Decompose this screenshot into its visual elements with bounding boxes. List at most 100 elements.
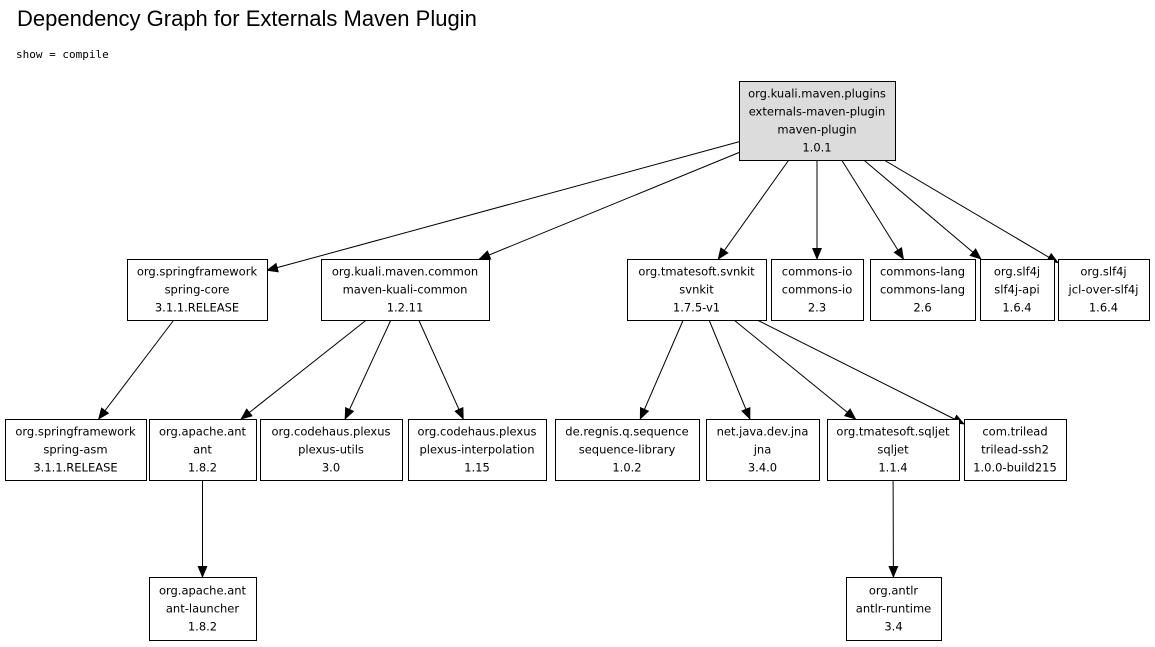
node-box [739,81,896,161]
node-box [149,419,257,481]
node-label-line: commons-io [782,265,852,279]
node-label-line: 1.15 [464,461,490,475]
node-label-line: trilead-ssh2 [981,443,1049,457]
node-label-line: maven-plugin [777,123,856,137]
node-label-line: 1.6.4 [1002,301,1031,315]
node-svnkit: org.tmatesoft.svnkit svnkit 1.7.5-v1 [627,259,767,321]
node-label-line: net.java.dev.jna [717,425,809,439]
node-label-line: org.apache.ant [159,584,247,598]
node-box [555,419,700,481]
edge-svnkit-to-jna [708,319,751,420]
node-label-line: org.slf4j [1080,265,1126,279]
edge-kuali_common-to-plexus_interp [418,319,464,420]
dependency-edges [98,141,1059,578]
node-commons-io: commons-io commons-io 2.3 [771,259,864,321]
node-box [149,577,257,641]
node-label-line: plexus-interpolation [419,443,534,457]
node-jna: net.java.dev.jna jna 3.4.0 [706,419,820,481]
node-label-line: antlr-runtime [856,602,931,616]
node-label-line: commons-lang [880,283,965,297]
node-label-line: spring-core [165,283,230,297]
node-label-line: slf4j-api [994,283,1039,297]
node-label-line: de.regnis.q.sequence [565,425,688,439]
node-label-line: svnkit [679,283,714,297]
node-jcl-over-slf4j: org.slf4j jcl-over-slf4j 1.6.4 [1058,259,1150,321]
node-label-line: maven-kuali-common [343,283,468,297]
node-label-line: sequence-library [579,443,676,457]
edge-root-to-slf4j_api [863,159,982,260]
node-label-line: ant [193,443,212,457]
node-label-line: org.codehaus.plexus [272,425,391,439]
node-label-line: 3.4 [884,620,902,634]
node-label-line: 1.2.11 [387,301,424,315]
node-plexus-utils: org.codehaus.plexus plexus-utils 3.0 [260,419,403,481]
node-label-line: 2.3 [808,301,826,315]
node-label-line: 1.8.2 [188,620,217,634]
node-sequence-lib: de.regnis.q.sequence sequence-library 1.0.… [555,419,700,481]
node-label-line: ant-launcher [166,602,240,616]
edge-root-to-svnkit [717,159,790,260]
node-label-line: 1.7.5-v1 [673,301,720,315]
node-label-line: org.springframework [137,265,258,279]
node-box [627,259,767,321]
edge-root-to-spring_core [266,141,740,273]
node-commons-lang: commons-lang commons-lang 2.6 [870,259,976,321]
node-label-line: plexus-utils [298,443,364,457]
node-box [964,419,1067,481]
node-label-line: 1.1.4 [878,461,907,475]
node-label-line: 3.0 [322,461,340,475]
node-kuali-common: org.kuali.maven.common maven-kuali-common… [321,259,490,321]
node-label-line: jna [753,443,772,457]
node-label-line: commons-lang [880,265,965,279]
node-root: org.kuali.maven.plugins externals-maven-p… [739,81,896,161]
node-label-line: 3.4.0 [748,461,777,475]
node-label-line: org.tmatesoft.svnkit [638,265,755,279]
node-box [408,419,547,481]
node-box [1058,259,1150,321]
node-spring-asm: org.springframeworkspring-asm3.1.1.RELEA… [5,419,147,481]
edge-svnkit-to-trilead [756,319,965,425]
node-box [980,259,1055,321]
node-label-line: 2.6 [913,301,931,315]
node-ant-launcher: org.apache.ant ant-launcher 1.8.2 [149,577,257,641]
node-box [321,259,490,321]
node-box [846,577,942,641]
node-label-line: org.antlr [869,584,919,598]
node-label-line: jcl-over-slf4j [1068,283,1139,297]
node-box [5,419,147,481]
edge-root-to-jcl_over_slf4j [883,159,1059,264]
node-ant: org.apache.ant ant 1.8.2 [149,419,257,481]
node-box [771,259,864,321]
edge-svnkit-to-sequence_lib [639,319,684,420]
node-label-line: 1.0.2 [612,461,641,475]
node-label-line: 1.6.4 [1089,301,1118,315]
node-label-line: commons-io [782,283,852,297]
node-box [127,259,268,321]
node-label-line: org.kuali.maven.common [332,265,478,279]
node-label-line: externals-maven-plugin [749,105,886,119]
node-label-line: org.apache.ant [159,425,247,439]
node-label-line: 3.1.1.RELEASE [155,301,239,315]
node-label-line: org.codehaus.plexus [418,425,537,439]
edge-svnkit-to-sqljet [733,319,857,420]
node-label-line: com.trilead [982,425,1047,439]
node-label-line: 1.0.1 [802,141,831,155]
page-title: Dependency Graph for Externals Maven Plu… [17,6,477,31]
dependency-nodes: org.kuali.maven.plugins externals-maven-p… [5,81,1150,641]
edge-root-to-kuali_common [478,152,740,260]
node-label-line: org.kuali.maven.plugins [748,87,886,101]
node-plexus-interp: org.codehaus.plexus plexus-interpolation 1… [408,419,547,481]
node-box [260,419,403,481]
edge-kuali_common-to-ant [240,319,367,420]
node-label-line: org.springframework [15,425,136,439]
edge-kuali_common-to-plexus_utils [344,319,392,420]
node-antlr-runtime: org.antlr antlr-runtime 3.4 [846,577,942,641]
edge-root-to-commons_lang [841,159,904,260]
graph-scope-label: show = compile [16,48,109,61]
node-box [827,419,960,481]
node-label-line: 1.8.2 [188,461,217,475]
